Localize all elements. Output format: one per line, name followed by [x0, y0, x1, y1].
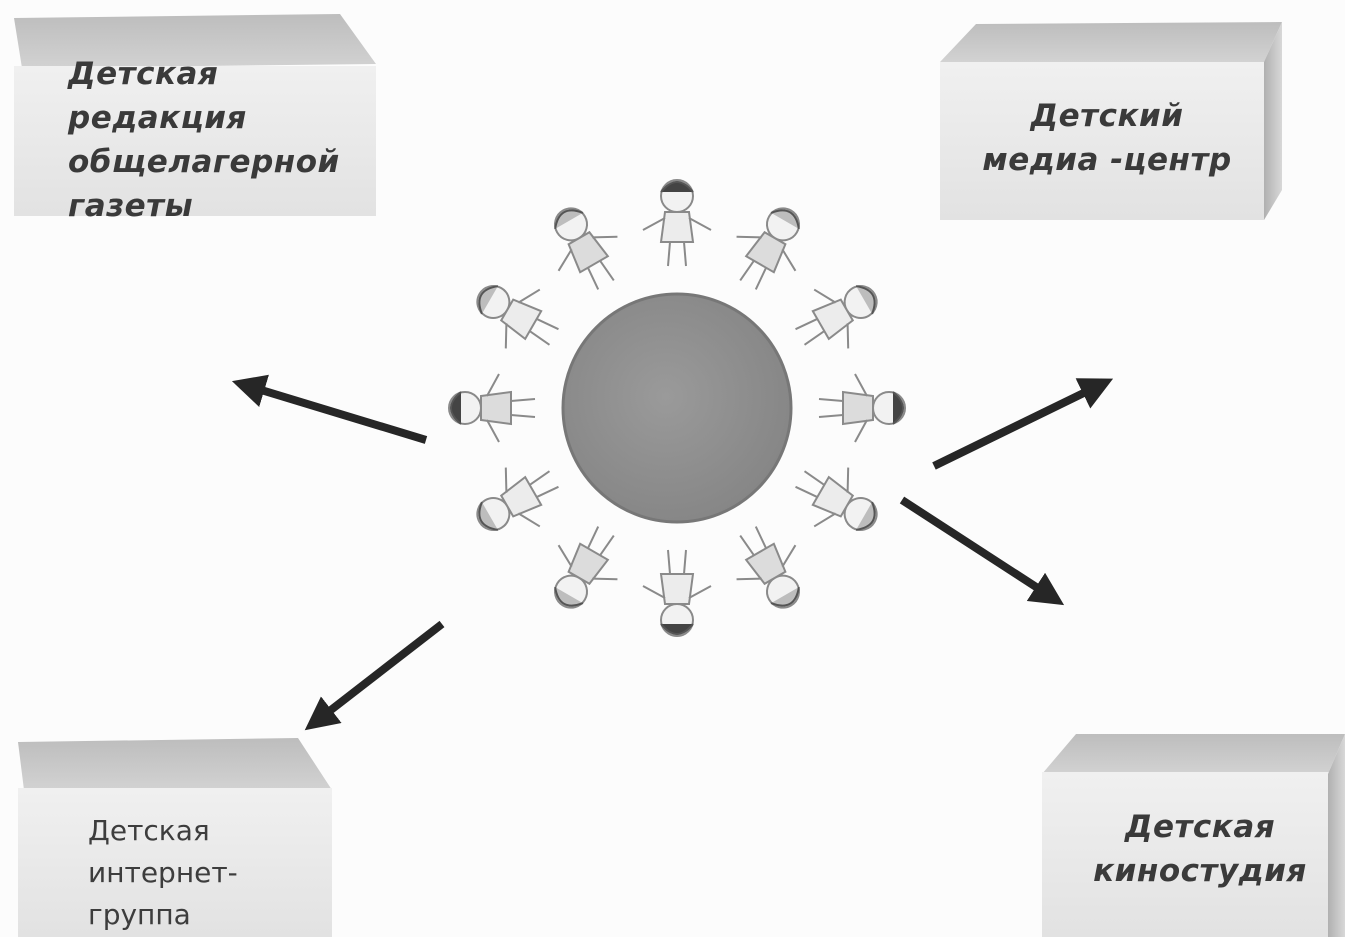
box-mediacenter-side [1264, 22, 1282, 220]
arrow-to-mediacenter [932, 378, 1114, 470]
child-figure-icon [476, 467, 559, 531]
box-internet [18, 738, 332, 937]
box-cinema [1042, 734, 1345, 937]
box-mediacenter-front [940, 62, 1264, 220]
arrow-to-cinema [899, 496, 1065, 606]
box-cinema-front [1042, 772, 1332, 937]
box-newspaper [14, 14, 376, 216]
child-figure-icon [642, 549, 712, 637]
box-internet-front [18, 788, 332, 937]
box-mediacenter-top [940, 22, 1282, 62]
box-mediacenter [940, 22, 1282, 220]
child-figure-icon [795, 285, 878, 349]
box-internet-label: Детская интернет- группа [88, 814, 238, 931]
child-figure-icon [736, 207, 800, 290]
box-newspaper-label: Детская редакция общелагерной газеты [68, 56, 340, 224]
child-figure-icon [554, 526, 618, 609]
child-figure-icon [554, 207, 618, 290]
child-figure-icon [795, 467, 878, 531]
children-around-globe-icon [448, 179, 906, 637]
arrow-to-newspaper [231, 374, 428, 444]
globe-icon [561, 292, 793, 524]
box-newspaper-top [14, 14, 376, 68]
box-cinema-side [1328, 734, 1345, 937]
child-figure-icon [818, 373, 906, 443]
child-figure-icon [448, 373, 536, 443]
box-mediacenter-label: Детский медиа -центр [982, 98, 1232, 178]
box-cinema-label: Детская киностудия [1093, 809, 1307, 889]
child-figure-icon [736, 526, 800, 609]
arrow-to-internet [304, 620, 445, 731]
box-cinema-top [1042, 734, 1345, 774]
child-figure-icon [476, 285, 559, 349]
child-figure-icon [642, 179, 712, 267]
box-internet-top [18, 738, 332, 790]
box-newspaper-front [14, 66, 376, 216]
